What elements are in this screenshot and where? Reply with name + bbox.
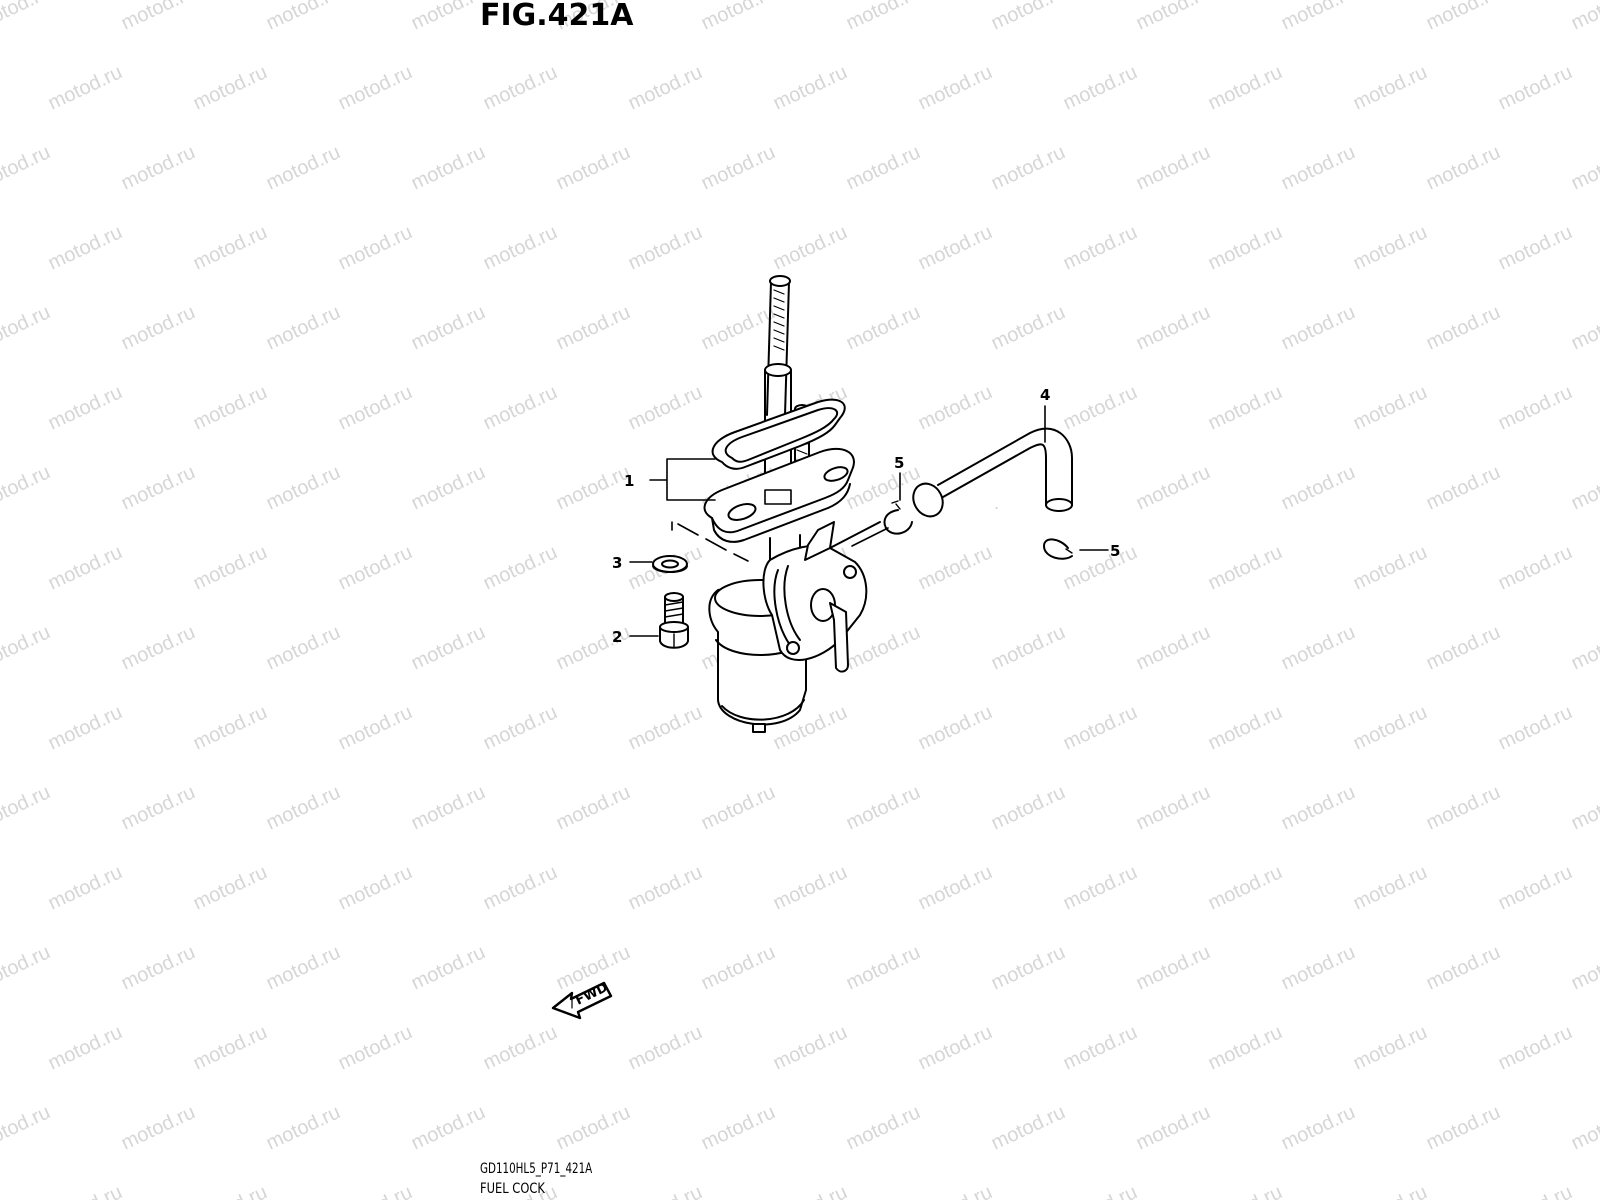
callout-2: 2 <box>612 628 622 646</box>
figure-code: GD110HL5_P71_421A <box>480 1161 593 1177</box>
washer <box>652 555 688 573</box>
assembly-guide-line <box>671 521 749 562</box>
fwd-arrow <box>551 981 613 1020</box>
callout-5-upper: 5 <box>894 454 904 472</box>
hose-clip-upper <box>883 500 913 535</box>
callout-4: 4 <box>1040 386 1050 404</box>
fuel-hose <box>912 405 1073 518</box>
callout-3: 3 <box>612 554 622 572</box>
callout-1-bracket <box>649 458 716 501</box>
bolt <box>659 592 689 649</box>
callout-5-lower: 5 <box>1110 542 1120 560</box>
callout-1: 1 <box>624 472 634 490</box>
hose-clip-lower <box>1043 538 1073 560</box>
figure-title: FIG.421A <box>480 0 634 33</box>
figure-name: FUEL COCK <box>480 1181 545 1197</box>
fuel-cock-assembly <box>703 275 881 733</box>
